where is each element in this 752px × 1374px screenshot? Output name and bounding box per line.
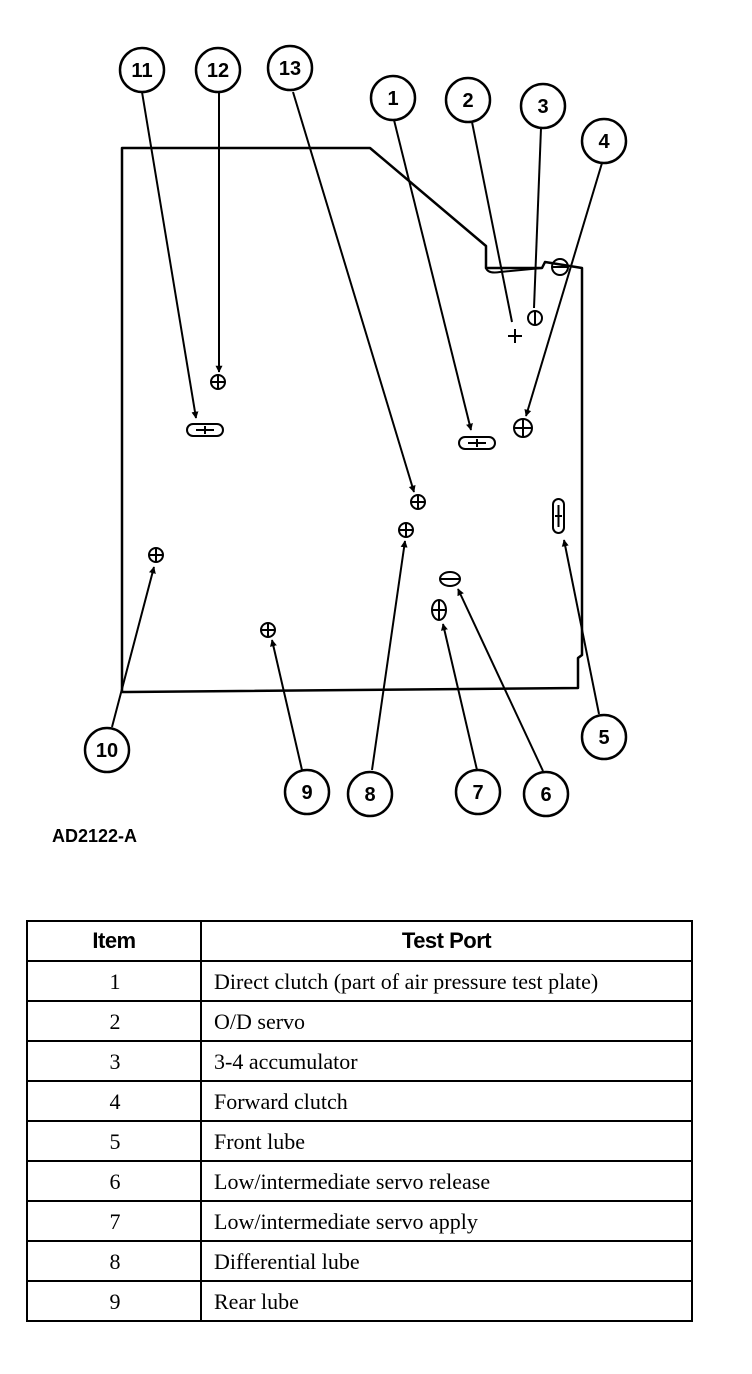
callout-5: 5 bbox=[598, 727, 609, 749]
callout-6: 6 bbox=[540, 784, 551, 806]
leader-7 bbox=[441, 623, 478, 771]
leader-8 bbox=[371, 540, 408, 771]
leader-10 bbox=[111, 566, 156, 728]
item-number: 3 bbox=[26, 1040, 202, 1082]
callout-13: 13 bbox=[279, 58, 301, 80]
leader-13 bbox=[292, 91, 416, 493]
item-number: 7 bbox=[26, 1200, 202, 1242]
test-port-name: Rear lube bbox=[200, 1280, 693, 1322]
leader-3 bbox=[533, 127, 542, 309]
callout-11: 11 bbox=[131, 60, 152, 82]
port-symbols bbox=[148, 258, 569, 638]
callout-1: 1 bbox=[387, 88, 398, 110]
case-notch bbox=[485, 267, 543, 274]
callout-8: 8 bbox=[364, 784, 375, 806]
item-number: 9 bbox=[26, 1280, 202, 1322]
item-number: 8 bbox=[26, 1240, 202, 1282]
test-port-name: Direct clutch (part of air pressure test… bbox=[200, 960, 693, 1002]
callout-bubbles bbox=[83, 44, 628, 818]
port-5-slot bbox=[552, 498, 565, 534]
test-port-name: 3-4 accumulator bbox=[200, 1040, 693, 1082]
callout-9: 9 bbox=[301, 782, 312, 804]
port-1-slot bbox=[458, 436, 496, 450]
header-test-port: Test Port bbox=[200, 920, 693, 962]
callout-4: 4 bbox=[598, 131, 610, 153]
test-port-name: Differential lube bbox=[200, 1240, 693, 1282]
test-port-name: Low/intermediate servo apply bbox=[200, 1200, 693, 1242]
item-number: 6 bbox=[26, 1160, 202, 1202]
leader-2 bbox=[471, 121, 513, 323]
leader-6 bbox=[457, 588, 544, 772]
test-port-name: Front lube bbox=[200, 1120, 693, 1162]
test-port-name: Forward clutch bbox=[200, 1080, 693, 1122]
table-header-row: Item Test Port bbox=[26, 920, 693, 962]
callout-7: 7 bbox=[472, 782, 483, 804]
leader-11 bbox=[141, 91, 199, 419]
leader-lines bbox=[111, 91, 603, 772]
item-number: 4 bbox=[26, 1080, 202, 1122]
test-port-diagram: 11 12 13 1 2 3 4 5 6 7 8 9 10 bbox=[83, 44, 628, 818]
item-number: 1 bbox=[26, 960, 202, 1002]
case-outline bbox=[120, 146, 584, 694]
callout-10: 10 bbox=[96, 740, 118, 762]
leader-1 bbox=[393, 119, 473, 431]
leader-4 bbox=[524, 162, 603, 417]
callout-numbers: 11 12 13 1 2 3 4 5 6 7 8 9 10 bbox=[96, 58, 611, 806]
leader-9 bbox=[270, 639, 303, 771]
callout-3: 3 bbox=[537, 96, 548, 118]
item-number: 5 bbox=[26, 1120, 202, 1162]
leader-5 bbox=[561, 539, 600, 715]
port-11-slot bbox=[186, 423, 224, 437]
item-number: 2 bbox=[26, 1000, 202, 1042]
test-port-name: Low/intermediate servo release bbox=[200, 1160, 693, 1202]
header-item: Item bbox=[26, 920, 202, 962]
callout-2: 2 bbox=[462, 90, 473, 112]
test-port-name: O/D servo bbox=[200, 1000, 693, 1042]
callout-12: 12 bbox=[207, 60, 229, 82]
figure-id: AD2122-A bbox=[52, 826, 138, 846]
